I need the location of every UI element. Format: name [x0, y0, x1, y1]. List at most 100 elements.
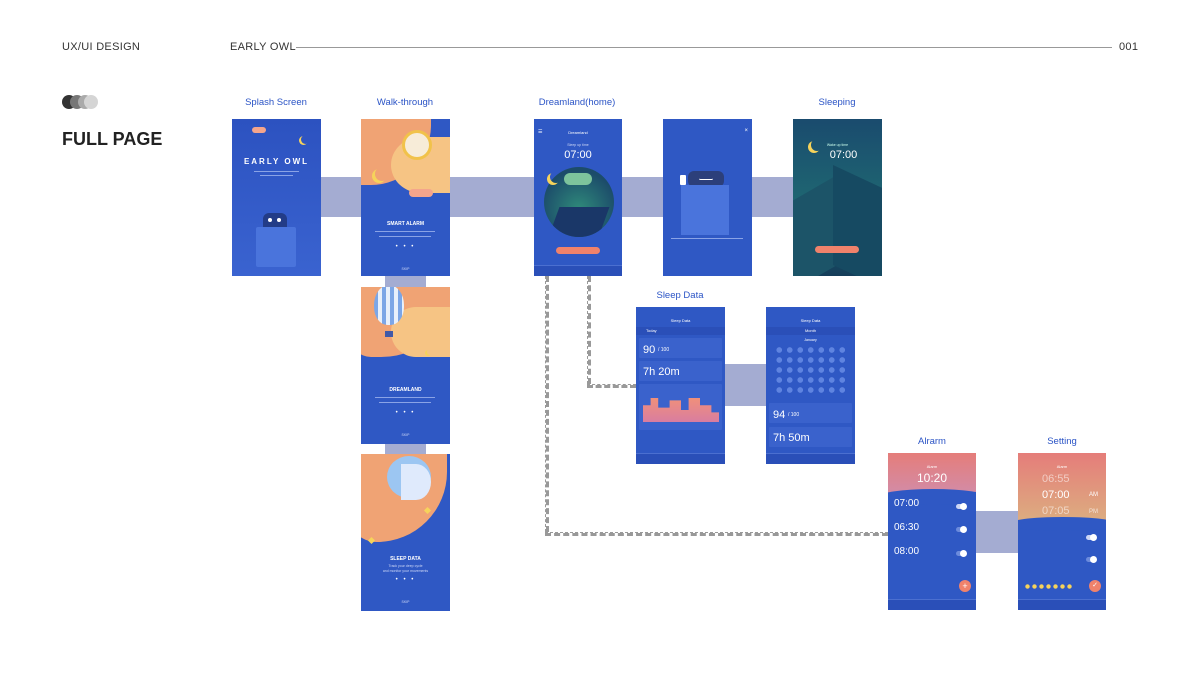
phone-icon — [680, 175, 686, 185]
alarm-time-3[interactable]: 08:00 — [894, 546, 920, 557]
sleep-score: 94 — [773, 409, 786, 421]
screen-alarm-setting[interactable]: Alarm 06:55 07:00 AM 07:05 PM ✓ — [1018, 453, 1106, 610]
snooze-toggle[interactable] — [1086, 556, 1097, 563]
nav-title: Alarm — [1056, 464, 1068, 469]
section-title-alarm: Alrarm — [918, 436, 946, 447]
calendar-grid[interactable] — [774, 345, 848, 395]
wake-time-label: Wake up time — [826, 143, 849, 147]
nav-title: Dreamland — [568, 130, 588, 135]
screen-sleep-data-today[interactable]: Sleep Data Today 90 / 100 7h 20m — [636, 307, 725, 464]
tab-month[interactable]: Month — [804, 328, 817, 333]
alarm-time-1[interactable]: 07:00 — [894, 498, 920, 509]
header-left: UX/UI DESIGN — [62, 41, 141, 53]
owl-icon — [263, 213, 287, 231]
connector — [321, 177, 362, 217]
tab-bar[interactable] — [1018, 599, 1106, 610]
time-picker-prev[interactable]: 06:55 — [1042, 473, 1070, 485]
cloud-icon — [409, 189, 433, 197]
page-number: 001 — [1119, 41, 1139, 53]
current-time: 10:20 — [916, 471, 948, 485]
blanket-icon — [256, 227, 296, 267]
stop-button[interactable] — [815, 246, 859, 253]
wake-time-label: Sleep up time — [567, 143, 589, 147]
section-title-sleep-data: Sleep Data — [656, 290, 704, 301]
section-title-splash: Splash Screen — [245, 97, 307, 108]
connector — [752, 177, 794, 217]
moon-icon — [550, 171, 562, 183]
wake-time[interactable]: 07:00 — [564, 149, 592, 161]
alarm-clock-icon — [402, 130, 432, 160]
start-button[interactable] — [556, 247, 600, 254]
connector — [450, 177, 535, 217]
screen-splash[interactable]: EARLY OWL — [232, 119, 321, 276]
alarm-toggle-3[interactable] — [956, 550, 967, 557]
brand-circles-icon — [62, 95, 98, 109]
walk3-title: SLEEP DATA — [390, 556, 421, 562]
moon-icon — [301, 135, 310, 144]
close-icon[interactable]: × — [744, 128, 748, 134]
sound-toggle[interactable] — [1086, 534, 1097, 541]
am-label[interactable]: AM — [1089, 492, 1098, 498]
moon-icon — [427, 349, 433, 355]
flow-line — [545, 276, 549, 532]
skip-button[interactable]: SKIP — [401, 600, 410, 604]
confirm-button[interactable]: ✓ — [1089, 580, 1101, 592]
project-name: EARLY OWL — [230, 41, 296, 53]
skip-button[interactable]: SKIP — [401, 267, 410, 271]
tab-today[interactable]: Today — [646, 328, 657, 333]
nav-title: Sleep Data — [670, 318, 691, 323]
walk3-description-2: and monitor your movements — [382, 569, 429, 573]
section-title-sleeping: Sleeping — [818, 97, 856, 108]
screen-walkthrough-smart-alarm[interactable]: SMART ALARM • • • SKIP — [361, 119, 450, 276]
walk1-title: SMART ALARM — [386, 221, 425, 227]
screen-sleeping[interactable]: Wake up time 07:00 — [793, 119, 882, 276]
tab-bar[interactable] — [534, 265, 622, 276]
flow-line — [545, 532, 888, 536]
cloud-icon — [252, 127, 266, 133]
screen-sleep-data-month[interactable]: Sleep Data Month January 94 / 100 7h 50m — [766, 307, 855, 464]
connector — [976, 511, 1018, 553]
calendar-month: January — [804, 338, 817, 342]
moon-icon — [375, 167, 389, 181]
menu-icon[interactable]: ☰ — [538, 129, 543, 135]
nav-title: Alarm — [926, 464, 938, 469]
alarm-toggle-2[interactable] — [956, 526, 967, 533]
sleep-duration: 7h 20m — [643, 366, 680, 378]
alarm-time-2[interactable]: 06:30 — [894, 522, 920, 533]
blanket-icon — [681, 185, 729, 235]
time-picker-next[interactable]: 07:05 — [1042, 505, 1070, 517]
pm-label[interactable]: PM — [1089, 509, 1098, 515]
repeat-days[interactable] — [1024, 584, 1074, 589]
flow-line — [587, 276, 591, 384]
sleep-score: 90 — [643, 344, 656, 356]
screen-sleep-prompt[interactable]: × — [663, 119, 752, 276]
skip-button[interactable]: SKIP — [401, 433, 410, 437]
section-title-dreamland: Dreamland(home) — [538, 97, 616, 108]
add-alarm-button[interactable]: + — [959, 580, 971, 592]
screen-alarm[interactable]: Alarm 10:20 07:00 06:30 08:00 + — [888, 453, 976, 610]
flow-line — [587, 384, 636, 388]
tab-bar[interactable] — [888, 599, 976, 610]
time-picker-selected[interactable]: 07:00 — [1042, 489, 1070, 501]
sleep-chart[interactable] — [639, 384, 722, 430]
sleep-score-max: / 100 — [788, 412, 800, 418]
connector — [622, 177, 664, 217]
tab-bar[interactable] — [636, 453, 725, 464]
owl-icon — [688, 171, 724, 187]
alarm-toggle-1[interactable] — [956, 503, 967, 510]
wake-time: 07:00 — [829, 149, 858, 161]
header-rule — [296, 47, 1112, 48]
screen-walkthrough-dreamland[interactable]: DREAMLAND • • • SKIP — [361, 287, 450, 444]
balloon-icon — [374, 287, 404, 325]
section-title-walkthrough: Walk-through — [376, 97, 434, 108]
nav-title: Sleep Data — [800, 318, 821, 323]
walk3-description: Track your deep cycle — [388, 564, 423, 568]
screen-walkthrough-sleep-data[interactable]: SLEEP DATA Track your deep cycle and mon… — [361, 454, 450, 611]
connector — [385, 276, 426, 287]
tab-bar[interactable] — [766, 453, 855, 464]
connector — [724, 364, 767, 406]
page-title: FULL PAGE — [62, 129, 163, 149]
dreamland-globe[interactable] — [544, 167, 614, 237]
screen-dreamland-home[interactable]: ☰ Dreamland Sleep up time 07:00 — [534, 119, 622, 276]
walk2-title: DREAMLAND — [389, 387, 422, 393]
